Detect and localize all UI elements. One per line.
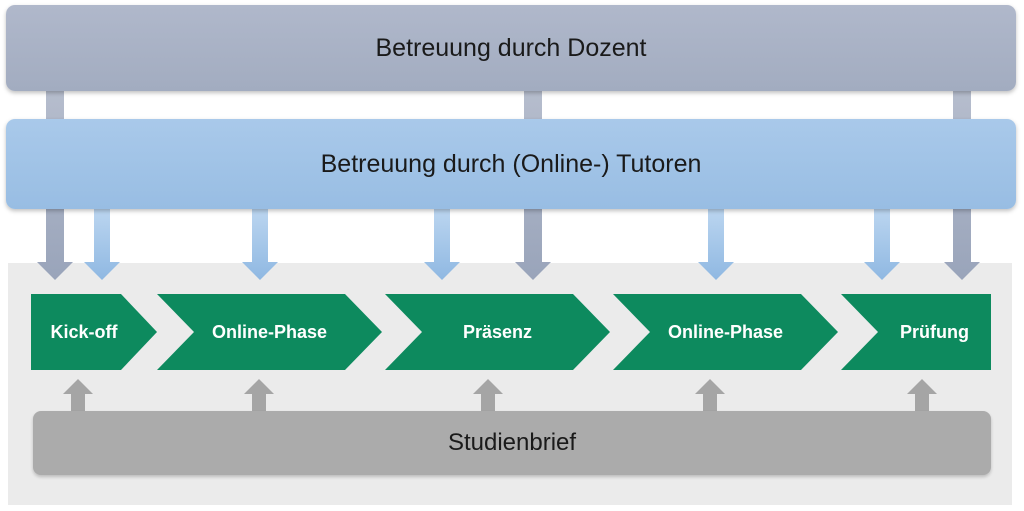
studienbrief-arrow-online2 bbox=[695, 379, 725, 412]
phase-label: Online-Phase bbox=[211, 321, 328, 342]
phase-label: Kick-off bbox=[50, 321, 118, 342]
tutoren-arrow-online2 bbox=[698, 208, 734, 280]
phase-online-1: Online-Phase bbox=[157, 294, 382, 370]
phase-kickoff: Kick-off bbox=[31, 294, 157, 370]
tutoren-bar: Betreuung durch (Online-) Tutoren bbox=[6, 119, 1016, 209]
studienbrief-arrow-pruefung bbox=[907, 379, 937, 412]
dozent-bar: Betreuung durch Dozent bbox=[6, 5, 1016, 91]
studienbrief-arrow-kickoff bbox=[63, 379, 93, 412]
studienbrief-label: Studienbrief bbox=[447, 429, 577, 456]
studienbrief-bar: Studienbrief bbox=[33, 411, 991, 475]
phase-label: Online-Phase bbox=[667, 321, 784, 342]
studienbrief-arrow-praesenz bbox=[473, 379, 503, 412]
phase-praesenz: Präsenz bbox=[385, 294, 610, 370]
phase-label: Prüfung bbox=[900, 321, 969, 342]
tutoren-arrow-kickoff bbox=[84, 208, 120, 280]
tutoren-arrow-pruefung bbox=[864, 208, 900, 280]
tutoren-arrow-online1 bbox=[242, 208, 278, 280]
phase-pruefung: Prüfung bbox=[841, 294, 991, 370]
studienbrief-arrow-online1 bbox=[244, 379, 274, 412]
tutoren-arrow-praesenz bbox=[424, 208, 460, 280]
phase-online-2: Online-Phase bbox=[613, 294, 838, 370]
dozent-label: Betreuung durch Dozent bbox=[375, 33, 647, 62]
phase-label: Präsenz bbox=[462, 321, 533, 342]
tutoren-label: Betreuung durch (Online-) Tutoren bbox=[320, 149, 702, 178]
